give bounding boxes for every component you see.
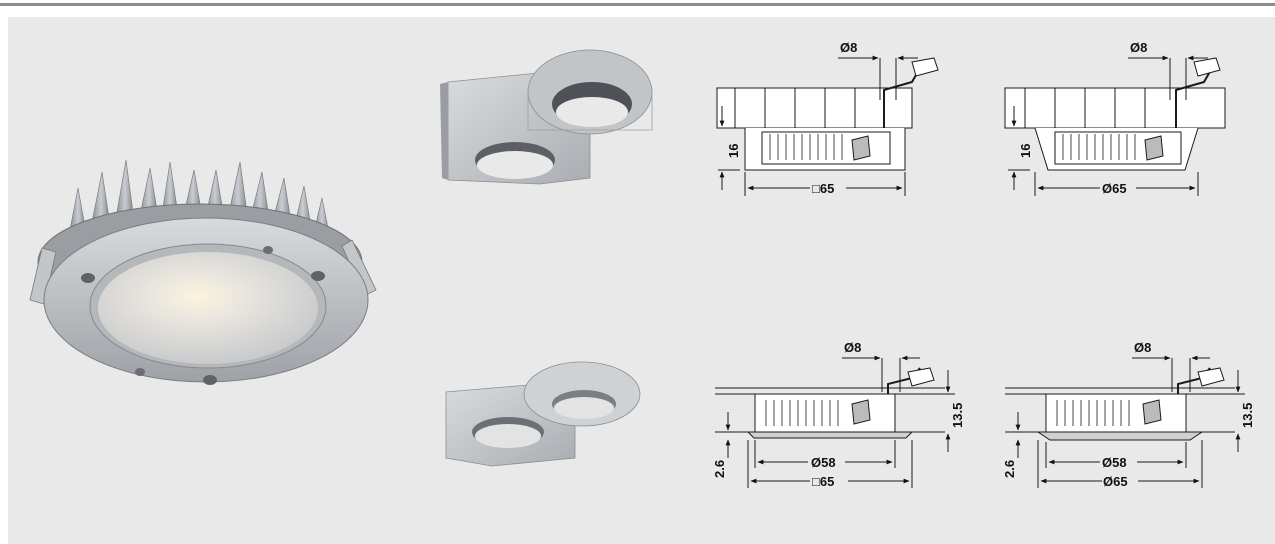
drawing-square-surface — [716, 55, 939, 196]
square-recessed-cover-icon — [445, 361, 641, 467]
label-height-1: 16 — [726, 144, 741, 158]
label-width-2: Ø65 — [1102, 181, 1127, 196]
label-depth-3: 13.5 — [950, 403, 965, 428]
led-downlight-photo — [29, 159, 377, 385]
drawing-round-recessed — [1005, 355, 1245, 488]
square-surface-cover-icon — [440, 49, 653, 185]
label-flange-4: 2.6 — [1002, 460, 1017, 478]
label-width-1: □65 — [812, 181, 834, 196]
drawing-round-surface — [1004, 55, 1226, 196]
label-depth-4: 13.5 — [1240, 403, 1255, 428]
label-cutout-4: Ø58 — [1102, 455, 1127, 470]
drawing-square-recessed — [715, 355, 955, 488]
label-hole-diameter-2: Ø8 — [1130, 40, 1147, 55]
label-flange-3: 2.6 — [712, 460, 727, 478]
label-height-2: 16 — [1018, 144, 1033, 158]
label-width-4: Ø65 — [1103, 474, 1128, 489]
label-hole-diameter-4: Ø8 — [1134, 340, 1151, 355]
label-cutout-3: Ø58 — [811, 455, 836, 470]
label-hole-diameter-3: Ø8 — [844, 340, 861, 355]
label-width-3: □65 — [812, 474, 834, 489]
label-hole-diameter-1: Ø8 — [840, 40, 857, 55]
top-rule — [0, 0, 1275, 6]
